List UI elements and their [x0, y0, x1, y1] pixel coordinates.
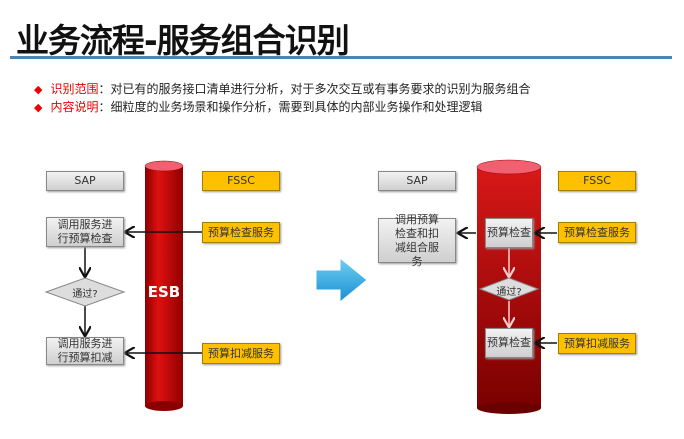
decision-diamond-right — [478, 277, 540, 301]
diamond-bullet-icon: ◆ — [34, 83, 43, 96]
inner-budget-step: 预算检查 — [485, 328, 533, 358]
page-title: 业务流程-服务组合识别 — [16, 21, 350, 60]
budget-check-service: 预算检查服务 — [558, 222, 636, 243]
diamond-bullet-icon: ◆ — [34, 101, 43, 114]
bullet-label: 内容说明 — [50, 100, 99, 114]
budget-deduct-service: 预算扣减服务 — [558, 333, 636, 354]
decision-label: 通过? — [72, 289, 98, 300]
bullet-scope: ◆ 识别范围：对已有的服务接口清单进行分析，对于多次交互或有事务要求的识别为服务组… — [34, 80, 531, 97]
bullet-label: 识别范围 — [50, 82, 99, 96]
fssc-box: FSSC — [558, 171, 636, 191]
bullet-text: ：细粒度的业务场景和操作分析，需要到具体的内部业务操作和处理逻辑 — [98, 100, 483, 114]
sap-box: SAP — [378, 171, 456, 191]
esb-cylinder-left — [144, 160, 184, 411]
inner-budget-check: 预算检查 — [485, 218, 533, 248]
budget-deduct-service: 预算扣减服务 — [202, 343, 280, 364]
bullet-text: ：对已有的服务接口清单进行分析，对于多次交互或有事务要求的识别为服务组合 — [98, 82, 531, 96]
step-budget-deduct: 调用服务进行预算扣减 — [46, 337, 124, 365]
bullet-content: ◆ 内容说明：细粒度的业务场景和操作分析，需要到具体的内部业务操作和处理逻辑 — [34, 98, 483, 115]
fssc-box: FSSC — [202, 171, 280, 191]
step-budget-check: 调用服务进行预算检查 — [46, 217, 124, 247]
decision-diamond-left — [44, 277, 126, 307]
decision-label: 通过? — [496, 287, 522, 298]
title-divider — [10, 56, 672, 59]
esb-label: ESB — [147, 283, 181, 301]
composite-service-call: 调用预算检查和扣减组合服务 — [378, 213, 456, 268]
transform-arrow-icon — [315, 256, 368, 304]
sap-box: SAP — [46, 171, 124, 191]
budget-check-service: 预算检查服务 — [202, 222, 280, 243]
